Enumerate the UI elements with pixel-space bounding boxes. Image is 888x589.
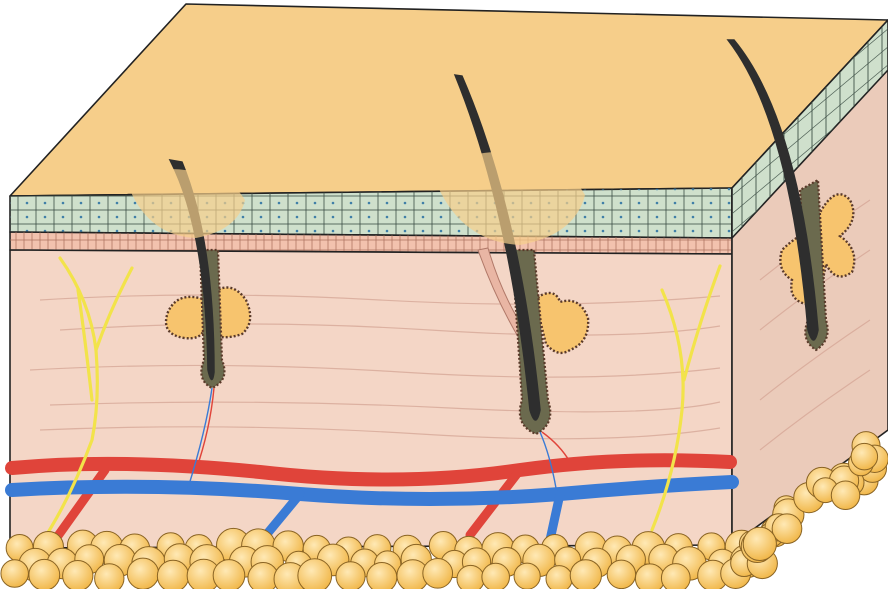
- fat-cell: [336, 562, 365, 589]
- fat-cell: [772, 514, 802, 544]
- fat-cell: [95, 564, 124, 589]
- fat-cell: [635, 564, 664, 589]
- fat-cell: [298, 559, 332, 589]
- fat-cell: [514, 563, 540, 589]
- fat-cell: [423, 558, 453, 588]
- fat-cell: [661, 564, 690, 589]
- fat-cell: [157, 560, 188, 589]
- epidermis-cells-front: [10, 188, 732, 238]
- fat-cell: [482, 563, 510, 589]
- fat-cell: [570, 560, 601, 589]
- fat-cell: [29, 559, 60, 589]
- fat-cell: [213, 560, 245, 589]
- fat-cell: [367, 562, 397, 589]
- fat-cell: [248, 563, 278, 589]
- fat-cell: [457, 565, 484, 589]
- fat-cell: [851, 443, 877, 469]
- fat-cell: [127, 558, 158, 589]
- fat-cell: [607, 560, 635, 588]
- fat-cell: [1, 560, 28, 587]
- fat-cell: [831, 481, 859, 509]
- fat-cell: [743, 527, 776, 560]
- fat-cell: [63, 560, 93, 589]
- fat-cell: [546, 566, 572, 589]
